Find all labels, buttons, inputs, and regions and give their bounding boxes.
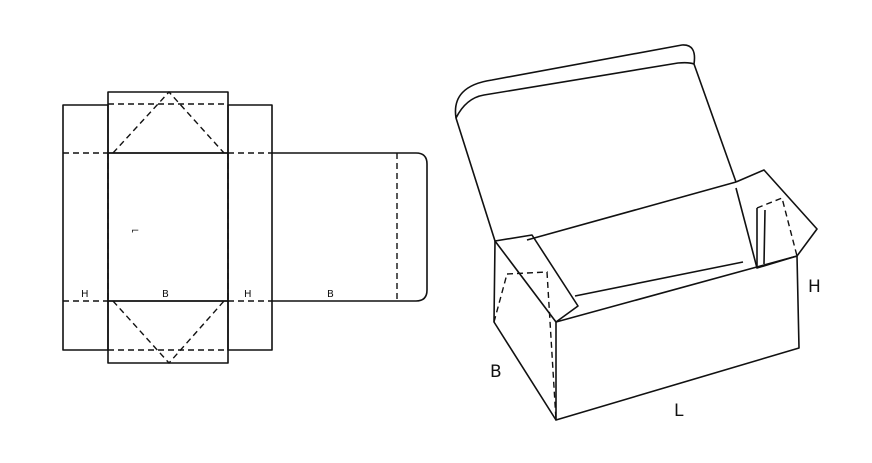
lid-panel	[272, 152, 428, 302]
flat-pattern: ⌐ H B H B	[62, 90, 428, 365]
label-h-right: H	[244, 289, 252, 300]
right-end-inner-lines	[756, 208, 766, 268]
label-b-center: B	[162, 289, 169, 300]
label-b: B	[490, 362, 502, 382]
label-l: L	[674, 401, 684, 421]
top-flap-diagonal-folds	[112, 90, 225, 154]
bottom-flap-diagonal-folds	[112, 300, 225, 365]
left-end-panel	[493, 240, 557, 421]
label-b-lid: B	[327, 289, 334, 300]
right-wall-folds	[228, 152, 272, 302]
left-end-folds	[506, 271, 557, 421]
open-lid	[454, 44, 737, 242]
left-side-wall	[62, 104, 109, 351]
lid-tuck-edge	[455, 61, 695, 119]
right-side-wall	[227, 104, 273, 351]
bottom-flap	[107, 300, 229, 364]
folded-box: B H L	[454, 44, 821, 421]
left-inner-flap	[494, 234, 579, 323]
front-panel	[555, 255, 800, 421]
left-wall-folds	[63, 152, 108, 302]
box-inner-floor-edge	[574, 261, 744, 297]
label-h: H	[808, 277, 821, 297]
base-panel	[107, 152, 229, 302]
base-vertical-folds	[107, 153, 229, 301]
small-mark: ⌐	[131, 226, 139, 237]
right-end-folds	[756, 197, 798, 257]
left-end-diagonal	[493, 273, 508, 323]
label-h-left: H	[81, 289, 89, 300]
right-end-flap	[735, 169, 818, 269]
top-flap	[107, 91, 229, 154]
box-back-edge	[526, 181, 737, 241]
